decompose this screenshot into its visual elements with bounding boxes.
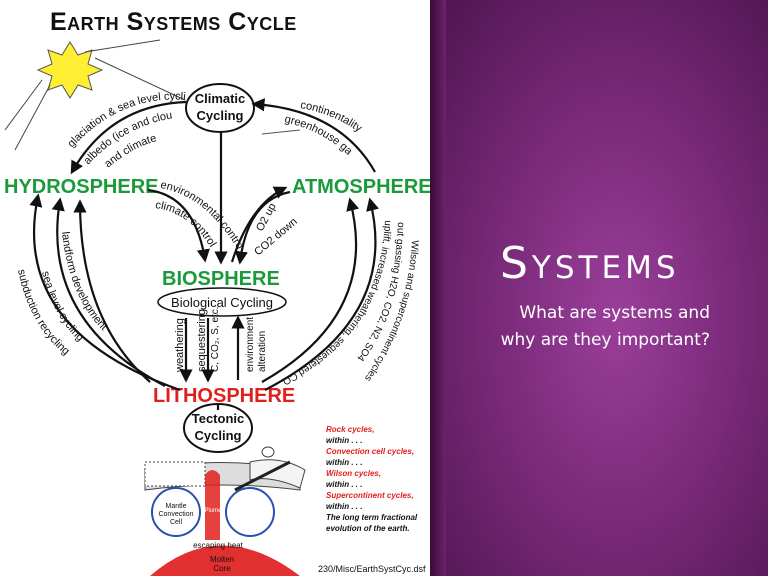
mantle-label-1: Mantle (165, 503, 186, 510)
slide-subtitle: What are systems and why are they import… (440, 300, 710, 354)
legend-line: evolution of the earth. (326, 524, 410, 533)
sequestering-label: sequestering (196, 309, 208, 372)
tectonic-label-2: Cycling (195, 428, 242, 443)
file-name-label: 230/Misc/EarthSystCyc.dsf (318, 564, 426, 574)
biological-cycling-ellipse (157, 287, 287, 317)
mantle-label-2: Convection (158, 511, 193, 518)
legend-line: within . . . (326, 502, 362, 511)
diagram-title: Earth Systems Cycle (50, 8, 297, 36)
legend-line: within . . . (326, 458, 362, 467)
legend-line: Rock cycles, (326, 425, 374, 434)
tectonic-label-1: Tectonic (192, 411, 245, 426)
cycle-arrows (29, 98, 379, 410)
molten-label-1: Molten (210, 555, 234, 564)
atmosphere-label: ATMOSPHERE (292, 176, 430, 198)
slide-side-strip (430, 0, 446, 576)
climatic-label-1: Climatic (195, 91, 246, 106)
biological-cycling-label: Biological Cycling (171, 295, 273, 310)
lithosphere-label: LITHOSPHERE (153, 385, 295, 407)
green-pointer (261, 129, 301, 135)
biosphere-label: BIOSPHERE (162, 268, 280, 290)
escaping-heat-label: escaping heat (193, 541, 244, 550)
legend-line: Wilson cycles, (326, 469, 381, 478)
diagram-svg: Earth Systems Cycle Climatic Cycling HYD… (0, 0, 432, 576)
plume-label: Plume (204, 508, 222, 514)
subtitle-line-2: why are they important? (500, 330, 710, 350)
cycle-legend: Rock cycles, within . . . Convection cell … (326, 425, 418, 533)
slide-background (430, 0, 768, 576)
tectonic-inset (144, 446, 306, 576)
o2-up-label: O2 up (254, 201, 279, 233)
legend-line: Supercontinent cycles, (326, 491, 414, 500)
environment-label: environment (245, 317, 256, 372)
sun-icon (4, 39, 186, 151)
wilson-label: Wilson and supercontinent cycles (362, 240, 420, 383)
weathering-label: weathering (174, 318, 186, 373)
climatic-label-2: Cycling (197, 108, 244, 123)
subtitle-line-1: What are systems and (519, 303, 710, 323)
legend-line: The long term fractional (326, 513, 418, 522)
slide-title: Systems (500, 238, 680, 289)
molten-label-2: Core (213, 564, 231, 573)
alteration-label: alteration (257, 331, 268, 372)
earth-systems-diagram: Earth Systems Cycle Climatic Cycling HYD… (0, 0, 432, 576)
hydrosphere-label: HYDROSPHERE (4, 176, 158, 198)
mantle-label-3: Cell (170, 519, 183, 526)
legend-line: Convection cell cycles, (326, 447, 414, 456)
legend-line: within . . . (326, 436, 362, 445)
sequester-elements-label: C, CO₂, S, etc. (210, 306, 221, 372)
legend-line: within . . . (326, 480, 362, 489)
